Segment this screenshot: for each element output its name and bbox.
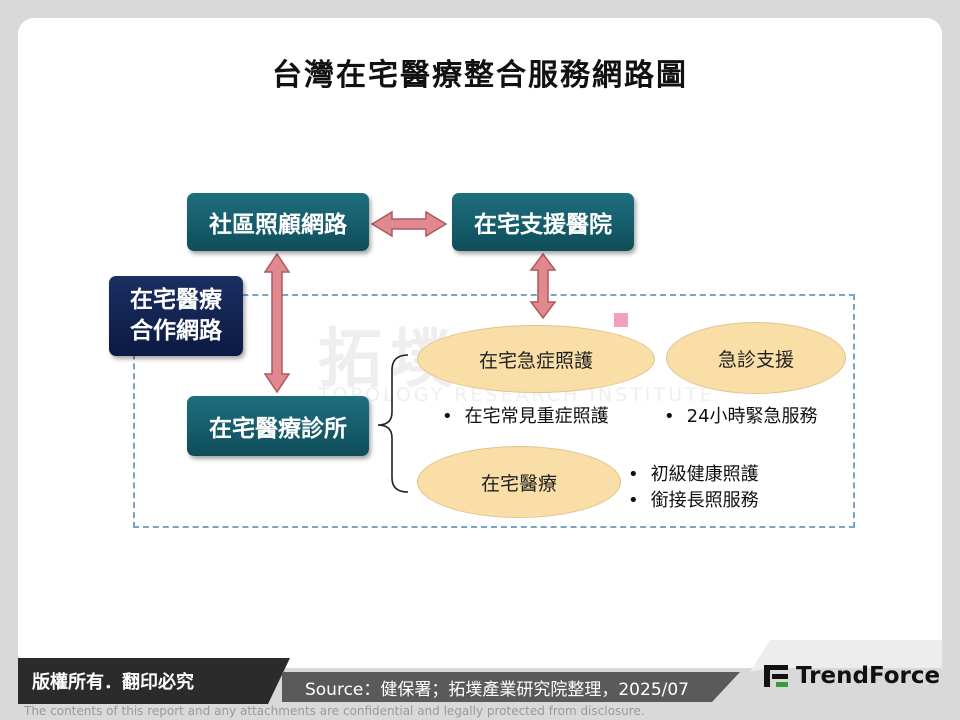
- bullet-long-term-care: 銜接長照服務: [628, 486, 759, 512]
- bullet-acute-care: 在宅常見重症照護: [442, 402, 609, 428]
- watermark-dot: [614, 313, 628, 327]
- cooperation-network-line2: 合作網路: [130, 318, 222, 344]
- community-care-network-box: 社區照顧網路: [187, 193, 369, 251]
- home-support-hospital-box: 在宅支援醫院: [452, 193, 634, 251]
- trendforce-logo-text: TrendForce: [796, 663, 941, 689]
- source-note: Source：健保署；拓墣產業研究院整理，2025/07: [282, 672, 712, 702]
- double-arrow-horizontal: [370, 210, 448, 238]
- emergency-support-ellipse: 急診支援: [666, 322, 846, 394]
- trendforce-logo: TrendForce: [762, 662, 940, 690]
- double-arrow-vertical-left: [263, 252, 291, 394]
- curly-brace: [377, 354, 409, 493]
- bullet-emergency-service: 24小時緊急服務: [664, 402, 818, 428]
- trendforce-logo-icon: [764, 665, 788, 687]
- confidentiality-disclaimer: The contents of this report and any atta…: [24, 704, 645, 718]
- acute-care-ellipse: 在宅急症照護: [417, 325, 655, 393]
- home-medical-cooperation-network-box: 在宅醫療 合作網路: [109, 276, 243, 356]
- watermark-subtext: TOPOLOGY RESEARCH INSTITUTE: [318, 384, 715, 406]
- double-arrow-vertical-right: [529, 252, 557, 320]
- cooperation-network-line1: 在宅醫療: [130, 287, 222, 313]
- home-medical-ellipse: 在宅醫療: [417, 446, 621, 518]
- home-medical-clinic-box: 在宅醫療診所: [187, 396, 369, 456]
- copyright-banner: 版權所有．翻印必究: [18, 658, 268, 704]
- page-title: 台灣在宅醫療整合服務網路圖: [272, 58, 688, 93]
- cooperation-network-region: [133, 294, 855, 528]
- bullet-primary-care: 初級健康照護: [628, 460, 759, 486]
